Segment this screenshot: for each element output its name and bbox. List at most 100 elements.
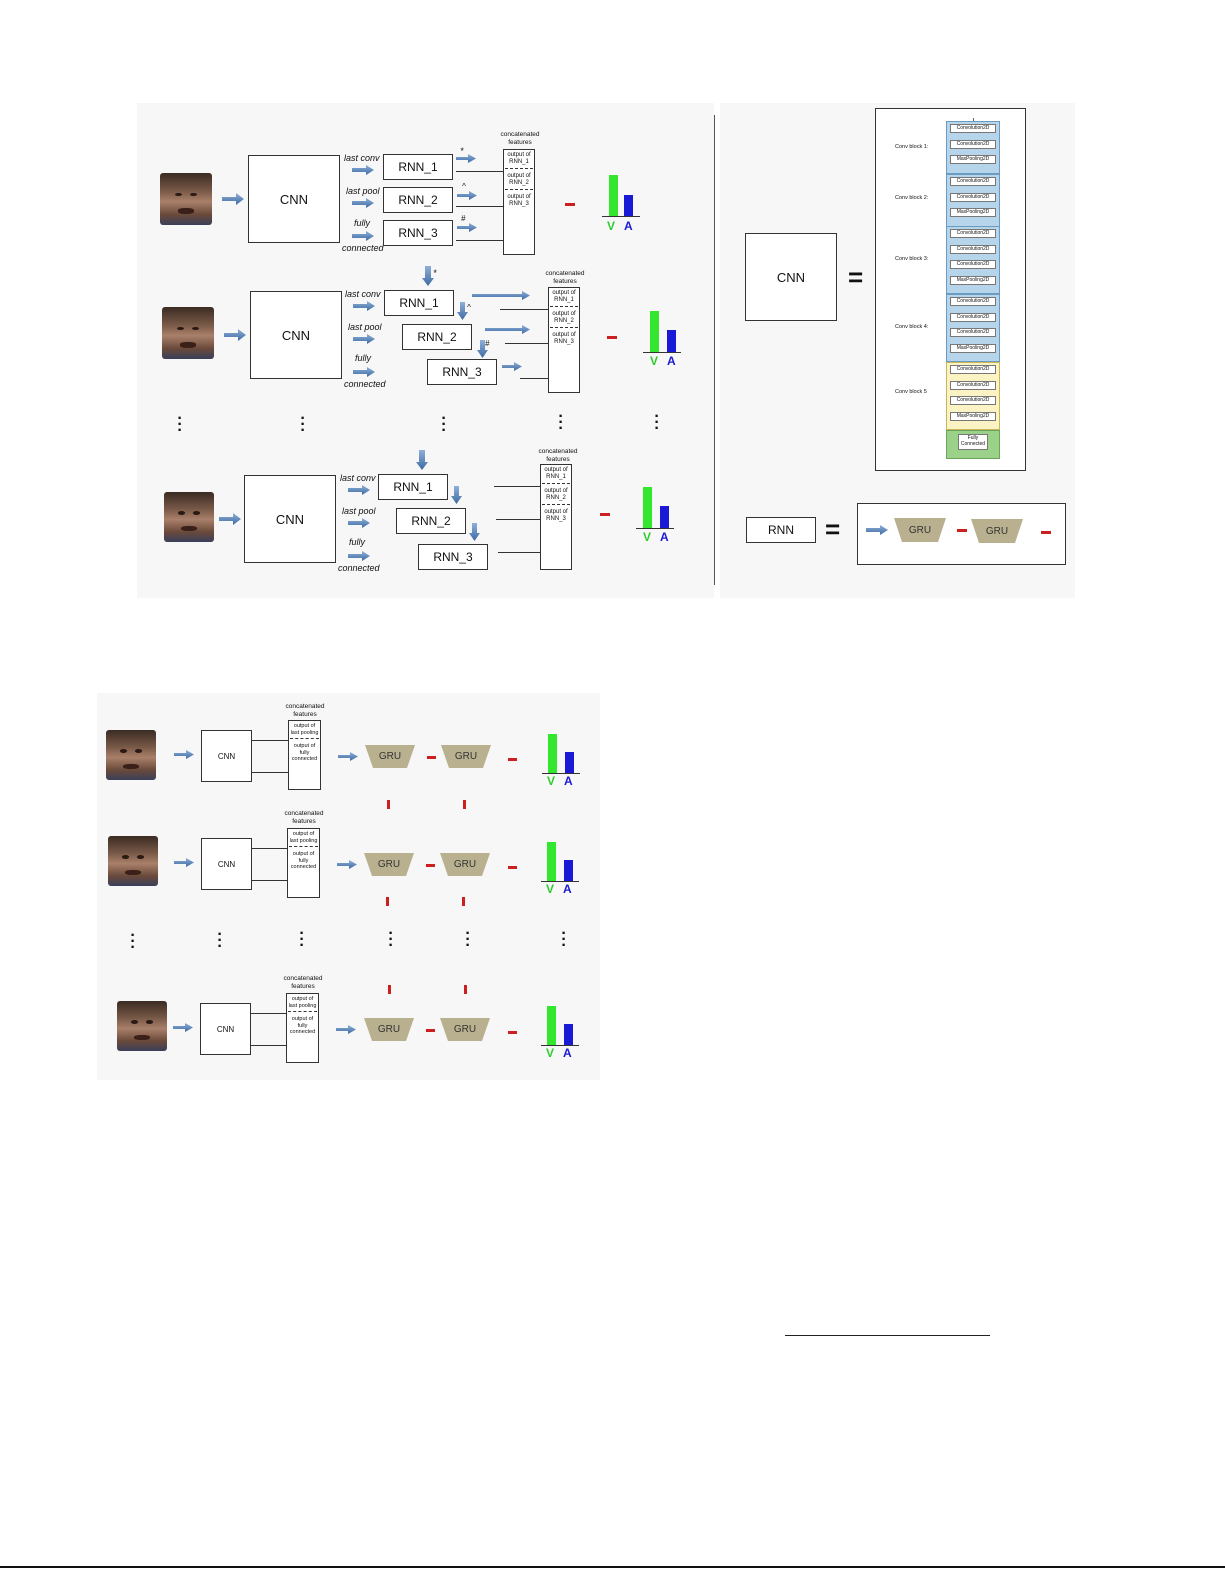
gru-unit: GRU (364, 1018, 414, 1041)
conv-layer: MaxPooling2D (950, 275, 996, 285)
arrow-icon (352, 198, 374, 208)
bar-baseline (602, 216, 640, 217)
caret-mark: ^ (462, 182, 466, 191)
a-label: A (563, 882, 572, 896)
star-mark: * (460, 146, 464, 156)
down-arrow-icon (451, 486, 462, 504)
connector-line (252, 848, 289, 849)
conv-block-label: Conv block 5 (895, 389, 927, 395)
arrow-icon (352, 165, 374, 175)
v-label: V (607, 219, 616, 233)
a-label: A (564, 774, 573, 788)
caret-mark: ^ (467, 303, 471, 312)
bar-baseline (541, 881, 579, 882)
cnn-box: CNN (201, 838, 252, 890)
cnn-box: CNN (200, 1003, 251, 1055)
v-label: V (546, 1046, 555, 1060)
last-pool-label: last pool (342, 506, 376, 516)
red-arrow-icon (607, 336, 617, 339)
valence-bar (547, 1006, 556, 1045)
arrow-icon (353, 334, 375, 344)
conv-layer: Convolution2D (950, 260, 996, 269)
feature-last-pooling: output of last pooling (288, 996, 317, 1009)
connector-line (456, 240, 503, 241)
gru-label: GRU (378, 1024, 400, 1035)
arrow-icon (348, 518, 370, 528)
gru-label: GRU (455, 751, 477, 762)
conv-layer: MaxPooling2D (950, 155, 996, 164)
concat-title: concatenated features (545, 270, 585, 285)
star-mark: * (433, 268, 437, 278)
red-arrow-icon (1041, 531, 1051, 534)
face-image-row1 (160, 173, 212, 225)
conv-layer: MaxPooling2D (950, 343, 996, 353)
concat-title: concatenated features (283, 975, 323, 990)
last-pool-label: last pool (348, 322, 382, 332)
gru-unit: GRU (894, 518, 946, 542)
feature-last-pooling: output of last pooling (290, 723, 319, 736)
conv-layer: Convolution2D (950, 244, 996, 254)
fully-connected-layer: Fully Connected (958, 434, 988, 450)
vertical-ellipsis-icon: ··· (654, 408, 660, 437)
face-image-row3 (164, 492, 214, 542)
vertical-ellipsis-icon: ··· (299, 925, 305, 954)
face-image (117, 1001, 167, 1051)
feature-rnn1: output of RNN_1 (552, 290, 576, 303)
red-arrow-icon (957, 529, 967, 532)
connector-line (456, 206, 503, 207)
conv-layer: Convolution2D (950, 177, 996, 186)
rnn3-box: RNN_3 (383, 220, 453, 246)
down-arrow-icon (477, 340, 488, 358)
gru-label: GRU (454, 1024, 476, 1035)
gru-unit: GRU (364, 853, 414, 876)
gru-label: GRU (986, 526, 1008, 537)
cnn-box: CNN (250, 291, 342, 379)
connected-label: connected (344, 379, 386, 389)
rnn1-box: RNN_1 (384, 290, 454, 316)
a-label: A (624, 219, 633, 233)
concat-title: concatenated features (285, 703, 325, 718)
connected-label: connected (342, 243, 384, 253)
gru-unit: GRU (365, 745, 415, 768)
feature-rnn3: output of RNN_3 (552, 332, 576, 345)
arrow-icon (348, 551, 370, 561)
gru-unit: GRU (971, 519, 1023, 543)
valence-bar (643, 487, 652, 528)
gru-unit: GRU (440, 1018, 490, 1041)
feature-rnn2: output of RNN_2 (544, 488, 568, 501)
arrow-icon (174, 858, 194, 867)
arousal-bar (564, 1024, 573, 1045)
face-image (106, 730, 156, 780)
concat-title: concatenated features (284, 810, 324, 825)
arrow-icon (338, 752, 358, 761)
connector-line (251, 1045, 288, 1046)
red-arrow-icon (565, 203, 575, 206)
last-conv-label: last conv (340, 473, 376, 483)
rnn1-box: RNN_1 (383, 154, 453, 180)
conv-layer: Convolution2D (950, 328, 996, 337)
last-conv-label: last conv (344, 153, 380, 163)
connector-line (498, 552, 540, 553)
vertical-ellipsis-icon: ··· (217, 926, 223, 955)
conv-layer: Convolution2D (950, 229, 996, 238)
conv-block-label: Conv block 3: (895, 256, 929, 262)
vertical-ellipsis-icon: ··· (465, 925, 471, 954)
fully-label: fully (354, 218, 371, 228)
red-arrow-icon (508, 758, 517, 761)
last-conv-label: last conv (345, 289, 381, 299)
feature-rnn2: output of RNN_2 (552, 311, 576, 324)
gru-label: GRU (909, 525, 931, 536)
connector-line (251, 1013, 288, 1014)
red-down-arrow-icon (388, 985, 391, 994)
arrow-icon (866, 525, 888, 535)
a-label: A (563, 1046, 572, 1060)
vertical-ellipsis-icon: ··· (300, 410, 306, 439)
a-label: A (667, 354, 676, 368)
vertical-ellipsis-icon: ··· (130, 927, 136, 956)
feature-rnn1: output of RNN_1 (544, 467, 568, 480)
connector-line (496, 519, 540, 520)
conv-block-label: Conv block 4: (895, 324, 929, 330)
conv-layer: MaxPooling2D (950, 208, 996, 217)
